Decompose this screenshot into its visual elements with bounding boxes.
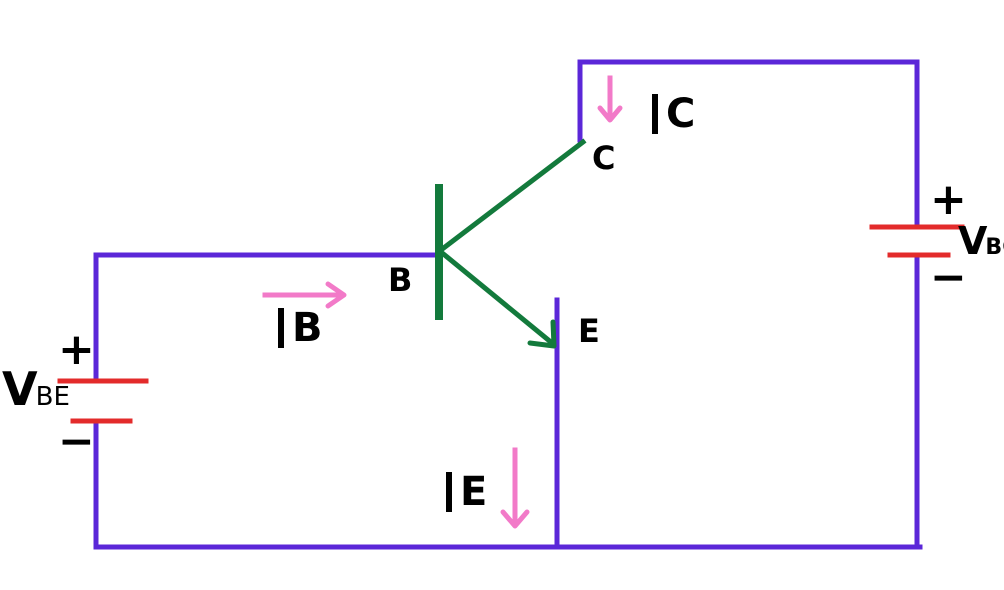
current-symbol-bar [278,308,284,348]
vbe-label: VBE [2,362,70,416]
vbe-plus-sign: + [58,324,95,375]
current-symbol-bar [446,472,452,512]
vbc-minus-sign: − [930,252,967,303]
collector-current-arrowhead [597,105,623,123]
collector-lead [437,138,587,254]
batteries [57,224,965,424]
collector-terminal-label: C [592,139,616,177]
vbc-plus-sign: + [930,174,967,225]
emitter-lead [437,248,556,347]
current-arrows [262,75,623,529]
emitter-arrowhead [527,319,557,349]
emitter-terminal-label: E [578,312,600,350]
circuit-wires [93,59,923,550]
collector-current-label: C [652,94,695,134]
base-current-arrowhead [325,281,347,309]
emitter-current-label: E [446,472,487,512]
bjt-transistor [435,138,587,349]
base-terminal-label: B [388,261,413,299]
base-current-label: B [278,308,323,348]
vbc-label: VBC [958,219,1004,263]
vbe-minus-sign: − [58,416,95,467]
current-symbol-bar [652,94,658,134]
emitter-current-arrowhead [500,509,530,529]
